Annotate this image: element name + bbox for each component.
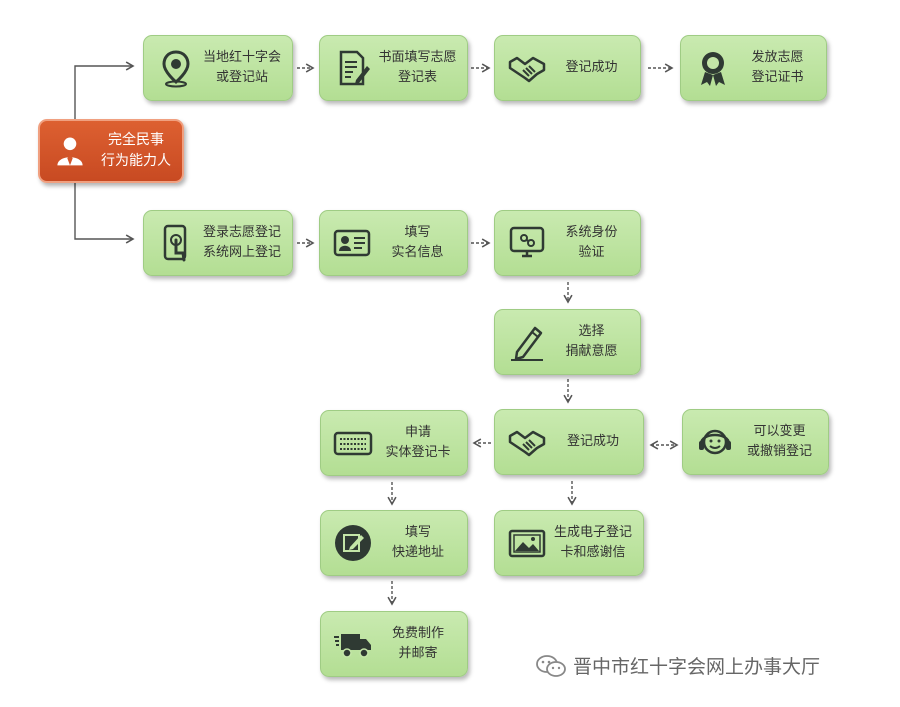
handshake-icon: [505, 46, 549, 90]
node-line: 登记成功: [566, 434, 619, 449]
node-line: 可以变更: [753, 424, 806, 439]
handshake-icon: [505, 420, 549, 464]
watermark-text: 晋中市红十字会网上办事大厅: [573, 656, 821, 678]
node-label: 填写 实名信息: [374, 223, 467, 263]
node-line: 申请: [404, 425, 431, 440]
node-online-system: 登录志愿登记 系统网上登记: [143, 210, 293, 276]
node-donation-choice: 选择 捐献意愿: [494, 309, 641, 375]
node-label: 生成电子登记 卡和感谢信: [549, 523, 643, 563]
node-line: 选择: [578, 324, 605, 339]
node-line: 登记表: [397, 70, 437, 85]
trunk-up: [74, 61, 135, 119]
monitor-verify-icon: [505, 221, 549, 265]
node-written-form: 书面填写志愿 登记表: [319, 35, 468, 101]
node-label: 系统身份 验证: [549, 223, 640, 263]
node-line: 发放志愿: [751, 50, 804, 65]
document-pen-icon: [330, 46, 374, 90]
node-label: 登记成功: [549, 432, 643, 452]
node-line: 书面填写志愿: [378, 50, 457, 65]
node-label: 免费制作 并邮寄: [375, 624, 467, 664]
node-line: 快递地址: [391, 545, 444, 560]
node-label: 填写 快递地址: [375, 523, 467, 563]
node-address: 填写 快递地址: [320, 510, 468, 576]
node-apply-card: 申请 实体登记卡: [320, 410, 468, 476]
node-line: 系统网上登记: [202, 245, 281, 260]
node-success-mid: 登记成功: [494, 409, 644, 475]
node-red-cross-station: 当地红十字会 或登记站: [143, 35, 293, 101]
node-real-name: 填写 实名信息: [319, 210, 468, 276]
start-label: 完全民事 行为能力人: [90, 130, 182, 172]
node-line: 系统身份: [565, 225, 618, 240]
node-line: 并邮寄: [398, 646, 438, 661]
watermark: 晋中市红十字会网上办事大厅: [535, 652, 820, 679]
node-label: 发放志愿 登记证书: [735, 48, 826, 88]
id-card-icon: [330, 221, 374, 265]
node-change-cancel: 可以变更 或撤销登记: [682, 409, 829, 475]
node-identity-check: 系统身份 验证: [494, 210, 641, 276]
card-keyboard-icon: [331, 421, 375, 465]
node-label: 当地红十字会 或登记站: [198, 48, 292, 88]
start-node-capable-person: 完全民事 行为能力人: [38, 119, 184, 183]
picture-card-icon: [505, 521, 549, 565]
node-line: 验证: [578, 245, 605, 260]
node-line: 实体登记卡: [385, 445, 451, 460]
edit-circle-icon: [331, 521, 375, 565]
start-line-2: 行为能力人: [101, 153, 171, 169]
node-line: 生成电子登记: [553, 525, 632, 540]
node-line: 卡和感谢信: [560, 545, 626, 560]
node-line: 免费制作: [391, 626, 444, 641]
headset-support-icon: [693, 420, 737, 464]
node-line: 填写: [404, 525, 431, 540]
node-line: 捐献意愿: [565, 344, 618, 359]
trunk-down: [74, 183, 135, 244]
node-line: 登记证书: [751, 70, 804, 85]
node-label: 登录志愿登记 系统网上登记: [198, 223, 292, 263]
node-label: 可以变更 或撤销登记: [737, 422, 828, 462]
node-label: 申请 实体登记卡: [375, 423, 467, 463]
node-line: 登录志愿登记: [202, 225, 281, 240]
node-line: 当地红十字会: [202, 50, 281, 65]
node-free-mail: 免费制作 并邮寄: [320, 611, 468, 677]
node-label: 书面填写志愿 登记表: [374, 48, 467, 88]
award-badge-icon: [691, 46, 735, 90]
node-e-card: 生成电子登记 卡和感谢信: [494, 510, 644, 576]
start-line-1: 完全民事: [108, 132, 164, 148]
node-label: 选择 捐献意愿: [549, 322, 640, 362]
location-pin-icon: [154, 46, 198, 90]
pen-write-icon: [505, 320, 549, 364]
node-label: 登记成功: [549, 58, 640, 78]
node-certificate: 发放志愿 登记证书: [680, 35, 827, 101]
person-icon: [50, 131, 90, 171]
node-success-top: 登记成功: [494, 35, 641, 101]
node-line: 或登记站: [215, 70, 268, 85]
node-line: 实名信息: [391, 245, 444, 260]
phone-touch-icon: [154, 221, 198, 265]
node-line: 或撤销登记: [746, 444, 812, 459]
node-line: 填写: [404, 225, 431, 240]
wechat-icon: [536, 654, 566, 677]
delivery-truck-icon: [331, 622, 375, 666]
node-line: 登记成功: [565, 60, 618, 75]
